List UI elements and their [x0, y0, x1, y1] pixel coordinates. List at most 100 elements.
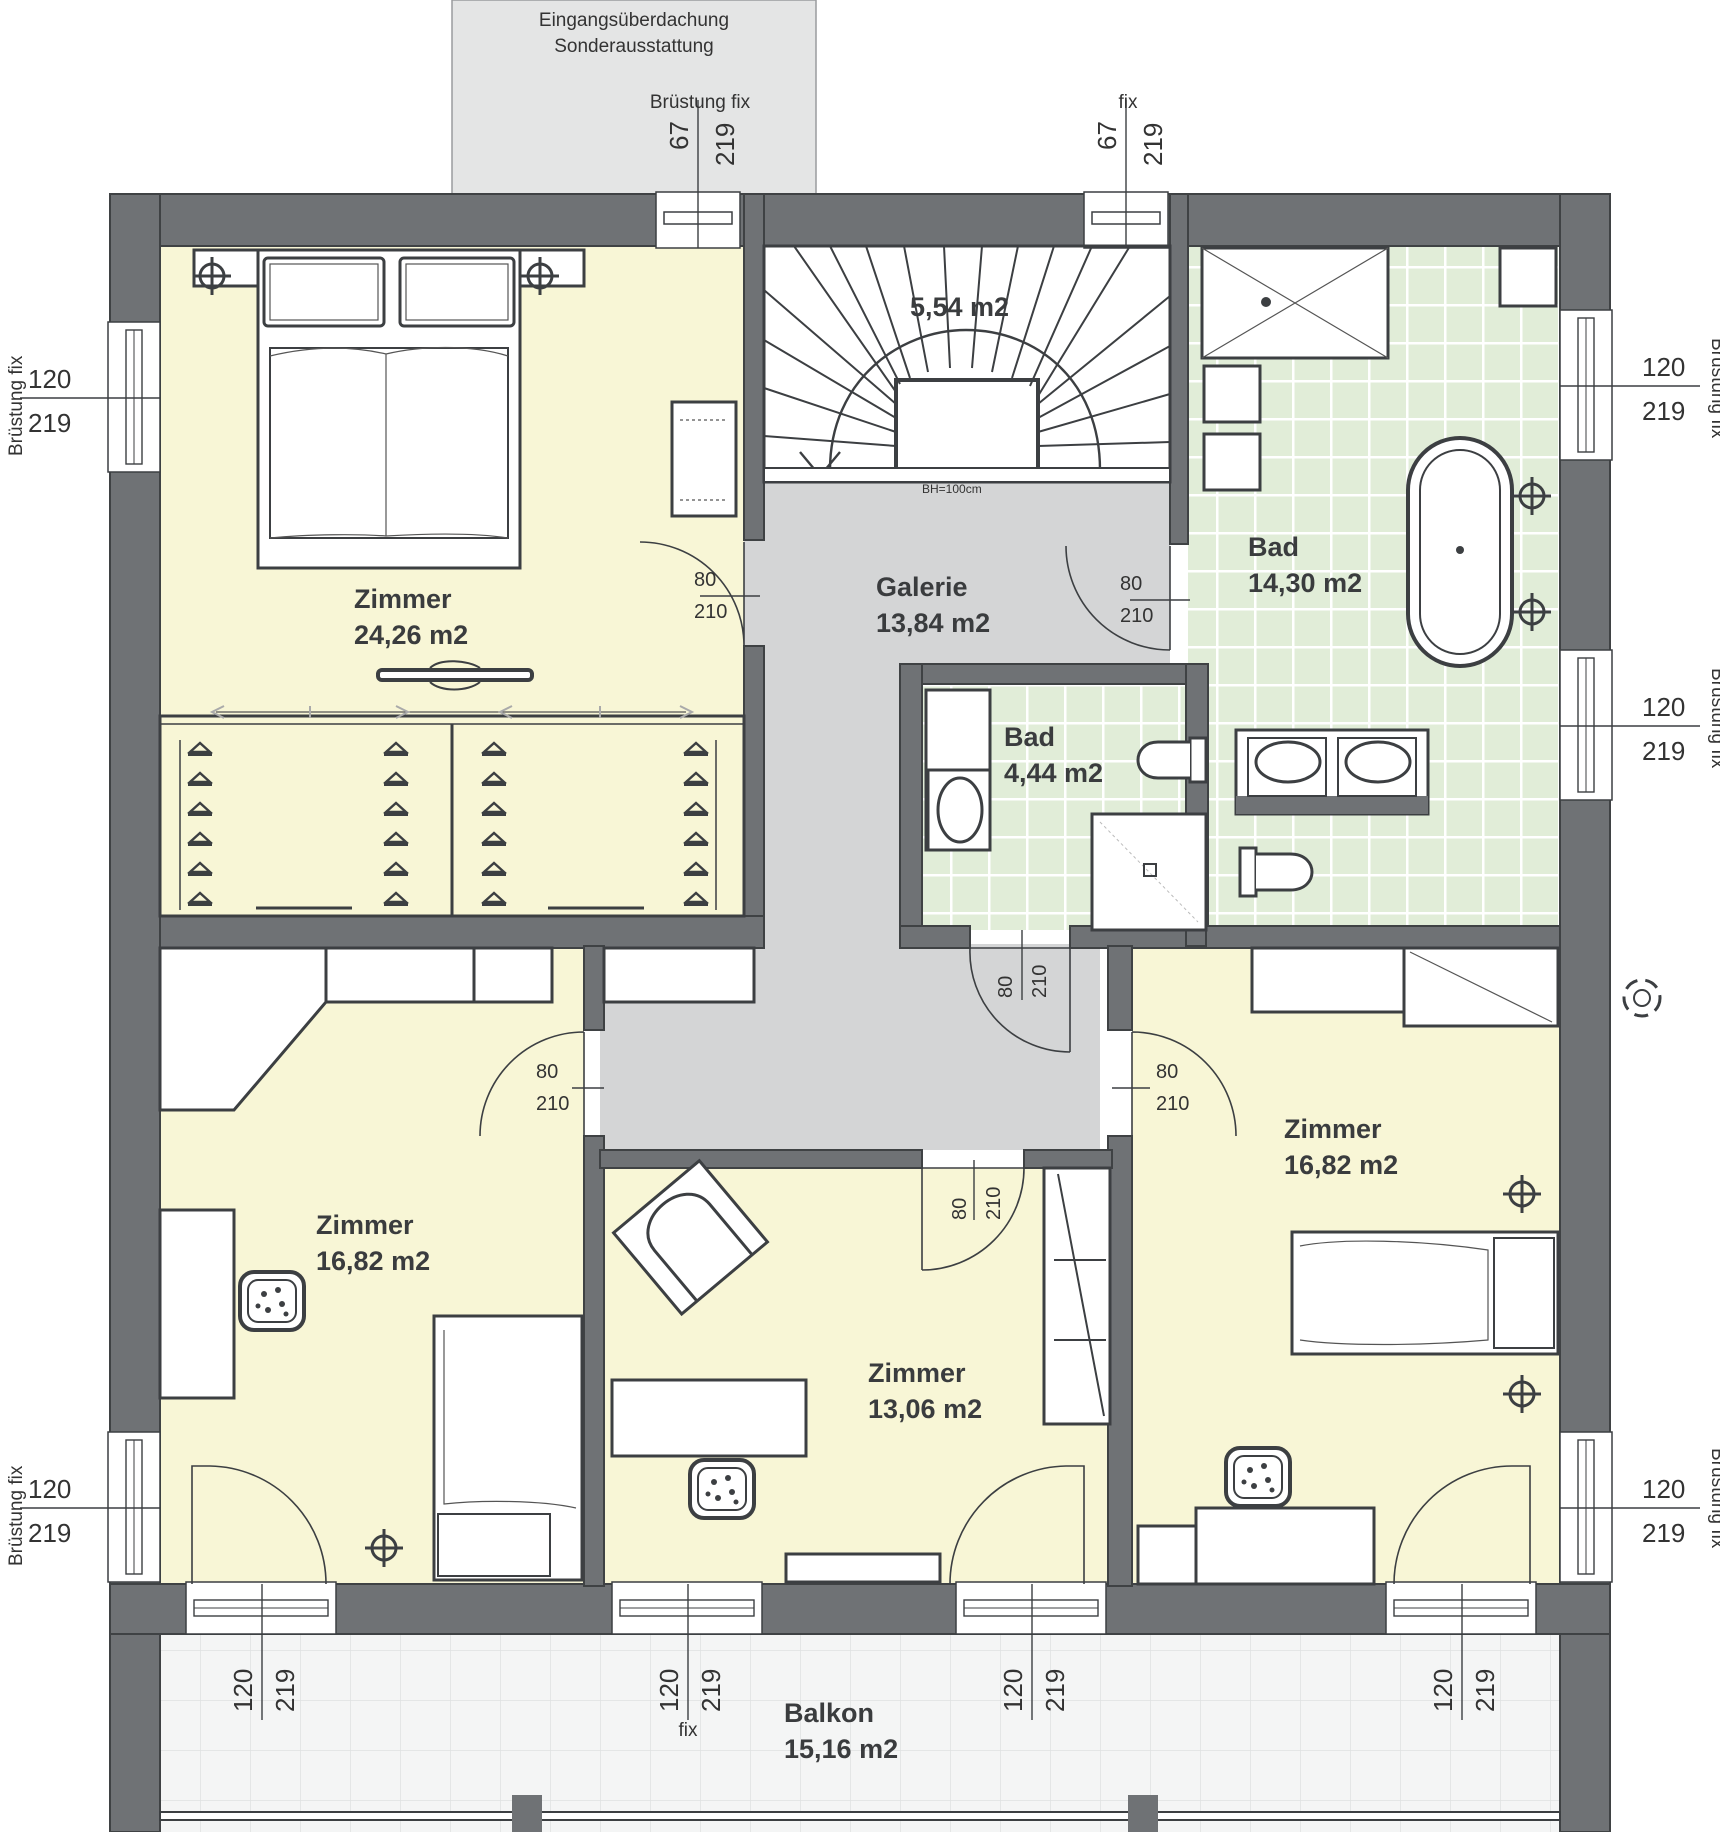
- bath-shelf: [1202, 432, 1262, 492]
- washbasin: [924, 688, 992, 852]
- door-height-label: 219: [696, 1669, 726, 1712]
- wardrobe-right: [1402, 946, 1560, 1028]
- bath-small-name: Bad: [1004, 722, 1055, 752]
- window-railing-label: Brüstung fix: [650, 92, 751, 113]
- desk: [610, 1378, 808, 1458]
- door-width-label: 80: [949, 1198, 971, 1220]
- entrance-canopy-label: Eingangsüberdachung: [539, 10, 729, 31]
- master-bedroom-area: 24,26 m2: [354, 620, 468, 650]
- dresser: [670, 400, 738, 518]
- door-width-label: 80: [1120, 573, 1142, 595]
- door-height-label: 219: [1470, 1669, 1500, 1712]
- desk: [1194, 1506, 1376, 1586]
- toilet: [1136, 736, 1208, 784]
- room-middle-area: 13,06 m2: [868, 1394, 982, 1424]
- window-height-label: 219: [1642, 396, 1685, 426]
- window-fix-label: fix: [1119, 92, 1139, 113]
- galerie-area: 13,84 m2: [876, 608, 990, 638]
- wardrobe-middle: [1042, 1166, 1112, 1426]
- shelf: [1250, 946, 1406, 1014]
- wardrobe: [158, 705, 746, 918]
- door-width-label: 120: [228, 1669, 258, 1712]
- corner-wardrobe: [158, 946, 328, 1112]
- window-width-label: 120: [28, 1474, 71, 1504]
- master-bedroom-name: Zimmer: [354, 584, 452, 614]
- desk-chair: [238, 1270, 306, 1332]
- balcony-name: Balkon: [784, 1698, 874, 1728]
- window-height-label: 219: [1138, 123, 1168, 166]
- entrance-canopy-note: Sonderausstattung: [554, 36, 714, 57]
- low-sideboard: [784, 1552, 942, 1584]
- window-height-label: 219: [1642, 1518, 1685, 1548]
- window-width-label: 67: [664, 121, 694, 150]
- chimney-icon: [1622, 978, 1662, 1018]
- door-width-label: 120: [1428, 1669, 1458, 1712]
- window-railing-label: Brüstung fix: [6, 355, 27, 456]
- balcony-post: [512, 1795, 542, 1832]
- window-height-label: 219: [710, 123, 740, 166]
- stairs-railing-height: BH=100cm: [922, 482, 982, 496]
- bath-shelf: [1202, 364, 1262, 424]
- door-width-label: 80: [995, 976, 1017, 998]
- shelf: [324, 946, 476, 1004]
- bath-small-area: 4,44 m2: [1004, 758, 1103, 788]
- desk-chair: [688, 1458, 756, 1520]
- window-width-label: 120: [28, 364, 71, 394]
- door-width-label: 80: [536, 1061, 558, 1083]
- door-height-label: 210: [1156, 1093, 1189, 1115]
- shelf: [472, 946, 554, 1004]
- doors: [191, 541, 1531, 1585]
- stairs-area: 5,54 m2: [910, 292, 1009, 322]
- window-width-label: 120: [1642, 692, 1685, 722]
- balcony-floor: [160, 1634, 1560, 1832]
- single-bed: [432, 1314, 584, 1582]
- ceiling-light: [376, 668, 534, 682]
- bathtub: [1406, 436, 1514, 668]
- balcony-post: [1128, 1795, 1158, 1832]
- staircase: [762, 244, 1172, 484]
- door-width-label: 120: [654, 1669, 684, 1712]
- room-middle-name: Zimmer: [868, 1358, 966, 1388]
- door-height-label: 210: [694, 601, 727, 623]
- balcony-railing: [159, 1811, 1561, 1821]
- desk: [158, 1208, 236, 1400]
- door-width-label: 80: [694, 569, 716, 591]
- window-width-label: 120: [1642, 352, 1685, 382]
- window-railing-label: Brüstung fix: [6, 1465, 27, 1566]
- door-width-label: 80: [1156, 1061, 1178, 1083]
- room-right-area: 16,82 m2: [1284, 1150, 1398, 1180]
- double-washbasin: [1234, 728, 1430, 816]
- double-bed: [256, 248, 522, 570]
- room-left-name: Zimmer: [316, 1210, 414, 1240]
- single-bed: [1290, 1230, 1560, 1356]
- entrance-canopy: [451, 0, 817, 195]
- toilet: [1238, 846, 1314, 898]
- door-height-label: 210: [983, 1187, 1005, 1220]
- window-width-label: 67: [1092, 121, 1122, 150]
- bath-large-name: Bad: [1248, 532, 1299, 562]
- door-height-label: 210: [536, 1093, 569, 1115]
- bath-large-area: 14,30 m2: [1248, 568, 1362, 598]
- window-height-label: 219: [28, 1518, 71, 1548]
- room-right-name: Zimmer: [1284, 1114, 1382, 1144]
- window-railing-label: Brüstung fix: [1707, 1448, 1720, 1549]
- door-height-label: 219: [1040, 1669, 1070, 1712]
- nightstand: [1136, 1524, 1198, 1586]
- door-height-label: 210: [1029, 965, 1051, 998]
- balcony-area: 15,16 m2: [784, 1734, 898, 1764]
- door-width-label: 120: [998, 1669, 1028, 1712]
- window-height-label: 219: [1642, 736, 1685, 766]
- window-railing-label: Brüstung fix: [1707, 668, 1720, 769]
- door-height-label: 210: [1120, 605, 1153, 627]
- shelf: [602, 946, 756, 1004]
- bath-cabinet: [1498, 246, 1558, 308]
- room-left-area: 16,82 m2: [316, 1246, 430, 1276]
- armchair: [611, 1158, 770, 1317]
- desk-chair: [1224, 1446, 1292, 1508]
- window-fix-label: fix: [679, 1720, 699, 1741]
- shower: [1200, 246, 1390, 360]
- shower-small: [1090, 812, 1208, 932]
- window-railing-label: Brüstung fix: [1707, 338, 1720, 439]
- door-height-label: 219: [270, 1669, 300, 1712]
